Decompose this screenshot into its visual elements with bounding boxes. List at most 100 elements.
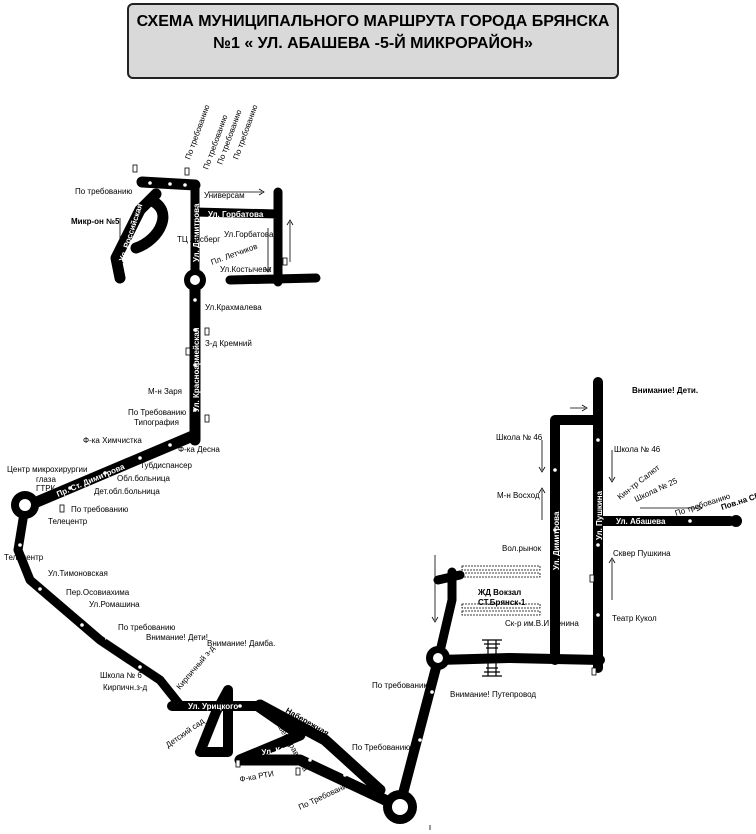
- road-top: [190, 180, 321, 287]
- stop-label: М-н Заря: [148, 387, 182, 396]
- bus-stop-marker-icon: [168, 182, 172, 186]
- stop-label: Ул.Тимоновская: [48, 569, 108, 578]
- street-label-uritskogo: Ул. Урицкого: [188, 702, 238, 711]
- stop-label: Обл.больница: [117, 474, 170, 483]
- stop-label: Вол.рынок: [502, 544, 542, 553]
- stop-label: М-н Восход: [497, 491, 540, 500]
- bus-stop-marker-icon: [138, 456, 142, 460]
- bus-stop-marker-icon: [68, 486, 72, 490]
- direction-arrow-icon: [570, 404, 588, 412]
- direction-arrow-icon: [208, 188, 265, 196]
- bus-stop-marker-icon: [138, 665, 142, 669]
- stop-label: Школа № 46: [496, 433, 543, 442]
- traffic-light-icon: [282, 257, 288, 266]
- bus-stop-marker-icon: [148, 181, 152, 185]
- stop-label: Дет.обл.больница: [94, 487, 160, 496]
- traffic-light-icon: [295, 767, 301, 776]
- bus-stop-marker-icon: [18, 543, 22, 547]
- stop-label: ГТРК: [36, 484, 56, 493]
- stop-label: По требованию: [372, 681, 429, 690]
- bus-stop-marker-icon: [183, 183, 187, 187]
- bus-stop-marker-icon: [38, 587, 42, 591]
- stop-label: Ул.Ромашина: [89, 600, 140, 609]
- stop-label: Универсам: [204, 191, 245, 200]
- route-end-marker: [730, 515, 742, 527]
- stop-label: Телецентр: [4, 553, 44, 562]
- traffic-light-icon: [185, 347, 191, 356]
- warning-label: Внимание! Дети!: [146, 633, 208, 642]
- stop-label: СТ.Брянск-1: [478, 598, 526, 607]
- stop-label: Ф-ка Химчистка: [83, 436, 142, 445]
- warning-label: Внимание! Дети.: [632, 386, 698, 395]
- warning-label: Внимание! Путепровод: [450, 690, 536, 699]
- stop-label: Кирпичный з-д: [175, 644, 217, 692]
- stop-label: Пер.Осовиахима: [66, 588, 130, 597]
- stop-label: По Требованию: [352, 743, 410, 752]
- railway-hatch-icon: [461, 572, 541, 578]
- roundabout-icon: [392, 799, 408, 815]
- direction-arrow-icon: [608, 450, 616, 483]
- bus-stop-marker-icon: [596, 438, 600, 442]
- road-uritskogo: [167, 685, 263, 757]
- bus-stop-marker-icon: [430, 690, 434, 694]
- road-vokzal: [433, 567, 465, 665]
- street-label-krasnoarmeyskaya: Ул. Красноармейская: [192, 327, 201, 412]
- traffic-light-icon: [132, 164, 138, 173]
- stop-markers: [18, 181, 692, 777]
- warning-label: Внимание! Дамба.: [207, 639, 275, 648]
- direction-arrow-icon: [538, 487, 546, 520]
- bus-stop-marker-icon: [193, 298, 197, 302]
- direction-arrow-icon: [431, 555, 439, 623]
- overpass-icon: [482, 639, 502, 677]
- stop-label: Тубдиспансер: [140, 461, 193, 470]
- roundabouts: [11, 269, 742, 824]
- bus-stop-marker-icon: [553, 468, 557, 472]
- stop-label: По требованию: [71, 505, 128, 514]
- railway-hatch-icon: [461, 603, 541, 609]
- railway-hatch-icon: [461, 565, 541, 571]
- direction-arrow-icon: [286, 219, 294, 262]
- street-label-dimitrova-south: Ул. Димитрова: [552, 511, 561, 570]
- traffic-light-icon: [235, 759, 241, 768]
- stop-label: По требованию: [118, 623, 175, 632]
- bus-stop-marker-icon: [80, 623, 84, 627]
- bus-stop-marker-icon: [553, 528, 557, 532]
- traffic-light-icon: [204, 327, 210, 336]
- stop-label: Ул.Горбатова: [224, 230, 274, 239]
- street-label-dimitrova-north: Ул. Димитрова: [192, 203, 201, 262]
- bus-stop-marker-icon: [193, 408, 197, 412]
- road-dimitrova-s: [550, 415, 603, 665]
- bus-stop-marker-icon: [238, 704, 242, 708]
- warnings: Внимание! Дети. Внимание! Дети! Внимание…: [146, 386, 698, 699]
- street-label-abasheva: Ул. Абашева: [616, 517, 666, 526]
- direction-arrows: [116, 188, 703, 830]
- bus-stop-marker-icon: [308, 758, 312, 762]
- stop-label: Кирпичн.з-д: [103, 683, 148, 692]
- stop-label: Микр-он №5: [71, 217, 120, 226]
- stop-label: ТЦ Айсберг: [177, 235, 220, 244]
- stop-label: Школа № 46: [614, 445, 661, 454]
- direction-arrow-icon: [538, 440, 546, 473]
- railway-hatch-icon: [461, 610, 541, 616]
- traffic-light-icon: [59, 504, 65, 513]
- street-label-gorbatova: Ул. Горбатова: [208, 210, 264, 219]
- stop-label: ЖД Вокзал: [477, 588, 521, 597]
- bus-stop-marker-icon: [168, 443, 172, 447]
- direction-arrow-icon: [640, 504, 703, 512]
- bus-stop-marker-icon: [343, 773, 347, 777]
- roundabout-icon: [19, 499, 31, 511]
- traffic-light-icon: [589, 574, 595, 583]
- roundabout-icon: [190, 275, 200, 285]
- stop-label: Пл. Летчиков: [210, 242, 259, 267]
- stop-label: Ск-р им.В.И Ленина: [505, 619, 579, 628]
- street-label-rossiyskaya: Ул. Российская: [117, 202, 144, 262]
- stop-label: Театр Кукол: [612, 614, 657, 623]
- bus-stop-marker-icon: [103, 471, 107, 475]
- stop-label: глаза: [36, 475, 56, 484]
- roundabout-icon: [433, 653, 443, 663]
- direction-arrow-icon: [264, 228, 272, 273]
- map-title-line2: №1 « УЛ. АБАШЕВА -5-Й МИКРОРАЙОН»: [213, 35, 533, 52]
- bus-stop-marker-icon: [193, 363, 197, 367]
- stop-labels: По требованию По требованию По требовани…: [4, 104, 756, 812]
- stop-label: По Требованию: [128, 408, 186, 417]
